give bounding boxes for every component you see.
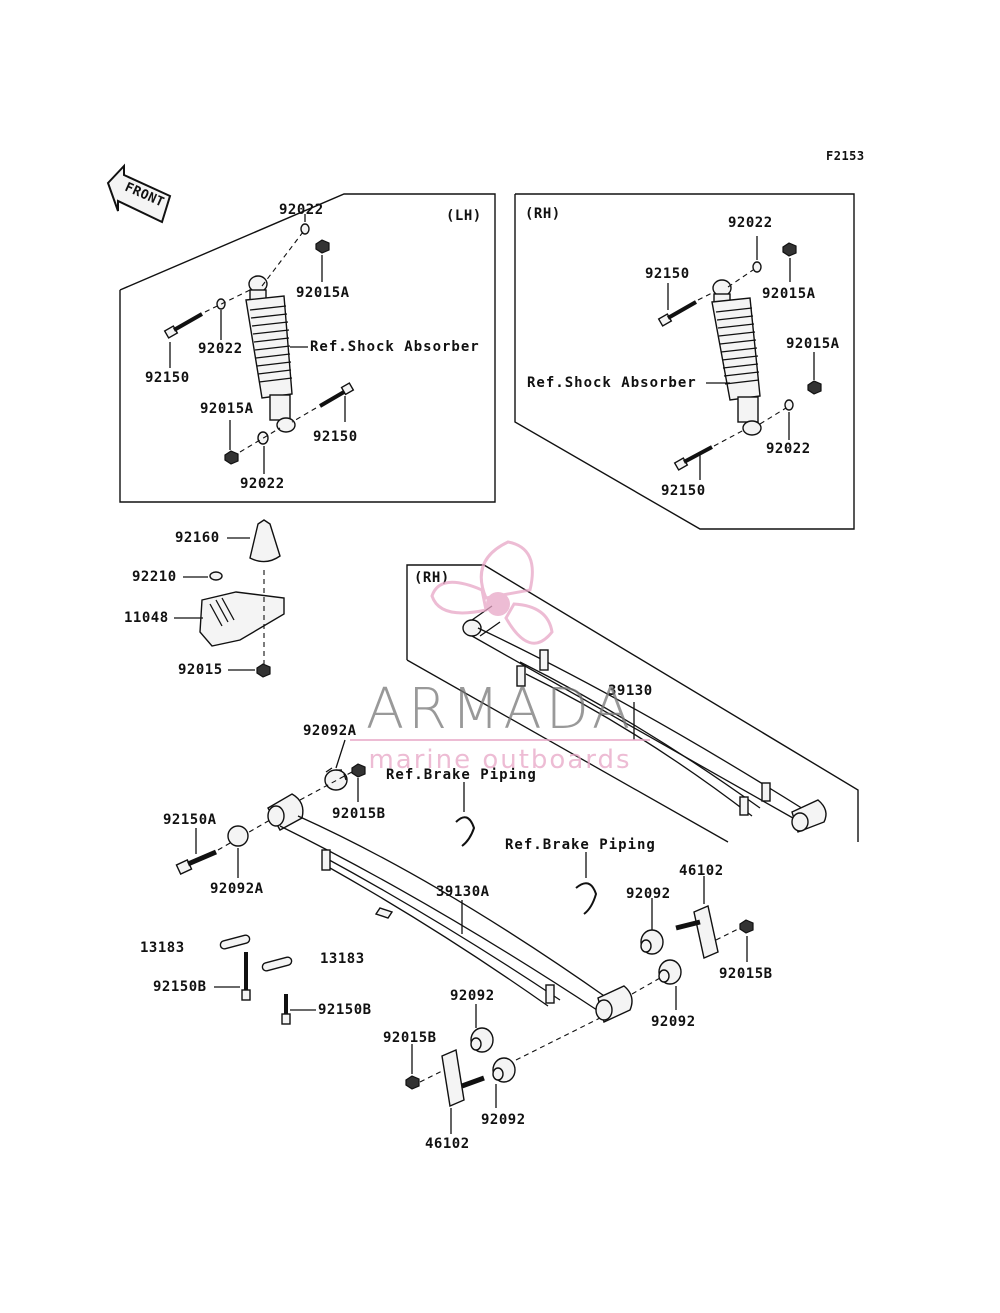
rear-bushing-4: [492, 1057, 516, 1083]
lh-shock-box: (LH) 92022 92015A 92022 92150 Ref.: [119, 193, 496, 503]
part-92015b-front: 92015B: [332, 806, 386, 822]
lh-spring-assembly: 92092A 92015B 39130A 92150A: [140, 723, 773, 1152]
clip-13183-a: [219, 934, 251, 950]
rear-bushing-1: [640, 929, 664, 955]
lh-washer-lower: [257, 431, 269, 445]
shackle-right: [675, 905, 719, 959]
lh-washer-upper: [216, 298, 226, 310]
rh-part-92015a-lower: 92015A: [786, 336, 840, 352]
rh-part-92022-lower: 92022: [766, 441, 811, 457]
lh-bolt-upper: [163, 312, 203, 339]
part-92150b-a: 92150B: [153, 979, 207, 995]
rh-part-92150-lower: 92150: [661, 483, 706, 499]
brake-clip-1: [455, 816, 476, 847]
rear-bushing-3: [470, 1027, 494, 1053]
part-92015b-left: 92015B: [383, 1030, 437, 1046]
lh-ref-shock: Ref.Shock Absorber: [310, 339, 480, 355]
rh-bolt-lower: [673, 445, 713, 471]
rh-nut-top: [782, 242, 797, 257]
lh-side-label: (LH): [446, 208, 482, 224]
watermark-brand: ARMADA: [366, 677, 634, 742]
lh-nut-front: [351, 763, 366, 778]
rh-part-92022-top: 92022: [728, 215, 773, 231]
part-92092-3: 92092: [450, 988, 495, 1004]
rh-washer-lower: [784, 399, 794, 411]
part-92092a-lower: 92092A: [210, 881, 264, 897]
rh-spring-box: (RH) 39130: [406, 564, 859, 843]
rh-washer-top: [752, 261, 762, 273]
rh-shock-absorber: [711, 279, 762, 436]
part-46102-left: 46102: [425, 1136, 470, 1152]
lh-bushing-front: [324, 767, 348, 791]
part-39130a: 39130A: [436, 884, 490, 900]
rh-shock-box: (RH) 92022 92015A 92150 Ref.Shock Absorb…: [514, 193, 855, 530]
bump-stop-assembly: 92160 92210 11048 92015: [124, 519, 285, 678]
part-92092-1: 92092: [626, 886, 671, 902]
part-92150a: 92150A: [163, 812, 217, 828]
rear-bushing-2: [658, 959, 682, 985]
bump-washer: [209, 571, 223, 581]
lh-bolt-lower: [318, 382, 355, 408]
ref-brake-piping-1: Ref.Brake Piping: [386, 767, 537, 783]
rh-spring-part-39130: 39130: [608, 683, 653, 699]
brake-clip-2: [575, 882, 598, 915]
lh-nut-top: [315, 239, 330, 254]
ref-brake-piping-2: Ref.Brake Piping: [505, 837, 656, 853]
shackle-left: [441, 1049, 485, 1107]
lh-bolt-front: [175, 849, 217, 875]
bolt-92150b-b: [281, 994, 291, 1025]
rh-spring-side-label: (RH): [414, 570, 450, 586]
part-13183-b: 13183: [320, 951, 365, 967]
figure-code: F2153: [826, 149, 865, 163]
lh-part-92022-top: 92022: [279, 202, 324, 218]
watermark-tagline: marine outboards: [368, 745, 631, 775]
part-92210: 92210: [132, 569, 177, 585]
nut-shackle-right: [739, 919, 754, 934]
watermark: ARMADA marine outboards: [350, 540, 650, 775]
nut-shackle-left: [405, 1075, 420, 1090]
lh-washer-top: [300, 223, 310, 235]
lh-part-92022-lower: 92022: [240, 476, 285, 492]
part-92150b-b: 92150B: [318, 1002, 372, 1018]
front-arrow-icon: FRONT: [106, 163, 172, 224]
bump-bracket: [199, 591, 285, 647]
rh-side-label: (RH): [525, 206, 561, 222]
bump-stopper: [249, 519, 281, 563]
lh-part-92015a-top: 92015A: [296, 285, 350, 301]
part-92015b-right: 92015B: [719, 966, 773, 982]
part-92092-4: 92092: [481, 1112, 526, 1128]
lh-bushing-front-lower: [227, 825, 249, 847]
part-11048: 11048: [124, 610, 169, 626]
lh-leaf-spring: [267, 793, 633, 1023]
part-92160: 92160: [175, 530, 220, 546]
lh-part-92022-upper: 92022: [198, 341, 243, 357]
lh-part-92150-lower: 92150: [313, 429, 358, 445]
rh-part-92015a-top: 92015A: [762, 286, 816, 302]
part-92092-2: 92092: [651, 1014, 696, 1030]
rh-bolt-upper: [657, 300, 697, 327]
clip-13183-b: [261, 956, 293, 972]
part-46102-right: 46102: [679, 863, 724, 879]
lh-part-92015a-lower: 92015A: [200, 401, 254, 417]
rh-leaf-spring: [462, 605, 827, 833]
propeller-logo-icon: [430, 540, 554, 645]
rh-ref-shock: Ref.Shock Absorber: [527, 375, 697, 391]
rh-nut-lower: [807, 380, 822, 395]
part-92092a-top: 92092A: [303, 723, 357, 739]
rh-part-92150-upper: 92150: [645, 266, 690, 282]
bump-nut: [256, 663, 271, 678]
bolt-92150b-a: [241, 952, 251, 1001]
lh-nut-lower: [224, 450, 239, 465]
part-92015: 92015: [178, 662, 223, 678]
part-13183-a: 13183: [140, 940, 185, 956]
lh-shock-absorber: [245, 275, 296, 433]
lh-part-92150-upper: 92150: [145, 370, 190, 386]
